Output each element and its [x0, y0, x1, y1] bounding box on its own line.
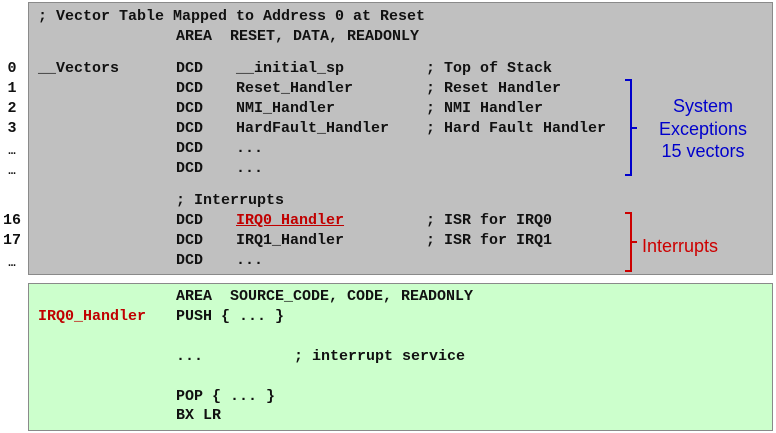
line-number: …	[8, 144, 16, 158]
dcd-comment: ; Reset Handler	[426, 80, 562, 97]
line-number: …	[8, 164, 16, 178]
line-number: 1	[7, 80, 17, 97]
interrupts-bracket	[625, 212, 637, 272]
dcd-op: DCD	[176, 140, 204, 157]
irq0-handler-label: IRQ0_Handler	[38, 308, 147, 325]
vector-table-panel	[28, 2, 773, 275]
annotation-line: System	[672, 96, 733, 116]
line-number: 0	[7, 60, 17, 77]
handler-area-directive: AREA SOURCE_CODE, CODE, READONLY	[176, 288, 474, 305]
service-placeholder: ...	[176, 348, 204, 365]
vector-table-comment: ; Vector Table Mapped to Address 0 at Re…	[38, 8, 426, 25]
dcd-operand: ...	[236, 140, 264, 157]
annotation-line: Exceptions	[658, 118, 748, 139]
system-exceptions-annotation: System Exceptions 15 vectors	[642, 95, 764, 163]
dcd-op: DCD	[176, 212, 204, 229]
push-instruction: PUSH { ... }	[176, 308, 285, 325]
dcd-operand: ...	[236, 160, 264, 177]
handler-code-panel	[28, 283, 773, 431]
line-number: 2	[7, 100, 17, 117]
line-number: 3	[7, 120, 17, 137]
annotation-line: 15 vectors	[661, 141, 745, 161]
dcd-op: DCD	[176, 120, 204, 137]
interrupts-comment: ; Interrupts	[176, 192, 285, 209]
dcd-op: DCD	[176, 232, 204, 249]
irq0-handler-reference: IRQ0_Handler	[236, 212, 345, 229]
dcd-comment: ; Hard Fault Handler	[426, 120, 607, 137]
dcd-op: DCD	[176, 80, 204, 97]
dcd-operand: HardFault_Handler	[236, 120, 390, 137]
dcd-operand: NMI_Handler	[236, 100, 336, 117]
dcd-comment: ; Top of Stack	[426, 60, 553, 77]
service-comment: ; interrupt service	[294, 348, 466, 365]
line-number-highlighted: 16	[2, 212, 21, 229]
dcd-operand: IRQ1_Handler	[236, 232, 345, 249]
line-number: 17	[2, 232, 21, 249]
area-directive: AREA RESET, DATA, READONLY	[176, 28, 420, 45]
pop-instruction: POP { ... }	[176, 388, 276, 405]
system-exceptions-bracket	[625, 79, 637, 176]
bx-lr-instruction: BX LR	[176, 407, 222, 424]
dcd-comment: ; ISR for IRQ0	[426, 212, 553, 229]
dcd-op: DCD	[176, 252, 204, 269]
interrupts-annotation: Interrupts	[642, 236, 719, 256]
dcd-operand: ...	[236, 252, 264, 269]
dcd-comment: ; NMI Handler	[426, 100, 544, 117]
dcd-op: DCD	[176, 160, 204, 177]
dcd-op: DCD	[176, 60, 204, 77]
dcd-comment: ; ISR for IRQ1	[426, 232, 553, 249]
dcd-operand: Reset_Handler	[236, 80, 354, 97]
vectors-label: __Vectors	[38, 60, 120, 77]
dcd-op: DCD	[176, 100, 204, 117]
line-number: …	[8, 256, 16, 270]
dcd-operand: __initial_sp	[236, 60, 345, 77]
